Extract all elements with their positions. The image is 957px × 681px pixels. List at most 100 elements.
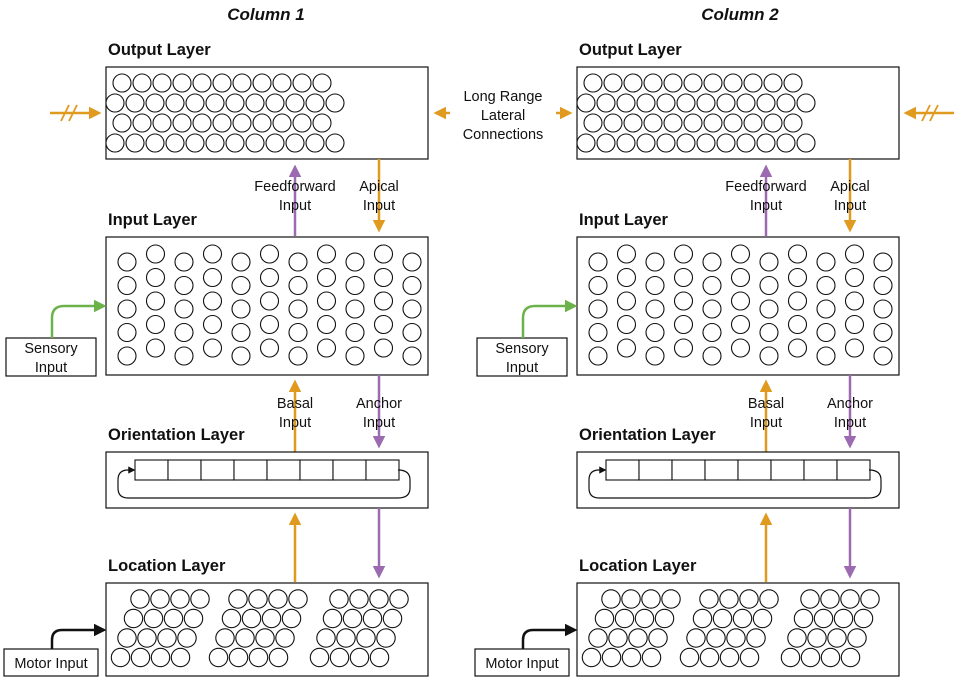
neuron-cell	[132, 73, 152, 93]
neuron-cell	[228, 589, 248, 609]
orientation-cell	[605, 459, 640, 481]
neuron-cell	[231, 322, 251, 343]
neuron-cell	[145, 291, 166, 311]
neuron-cell	[628, 628, 648, 648]
location-layer-title: Location Layer	[108, 557, 226, 575]
neuron-cell	[716, 133, 736, 153]
break-mark-right	[929, 104, 939, 122]
neuron-cell	[345, 322, 365, 343]
neuron-cell	[603, 113, 623, 133]
neuron-cell	[787, 338, 808, 358]
neuron-cell	[231, 299, 251, 319]
neuron-cell	[739, 589, 759, 609]
neuron-cell	[208, 647, 229, 668]
neuron-cell	[702, 299, 722, 319]
neuron-cell	[241, 608, 262, 629]
neuron-cell	[645, 299, 665, 319]
neuron-cell	[588, 322, 608, 343]
neuron-cell	[117, 346, 137, 366]
orientation-cell	[365, 459, 400, 481]
neuron-cell	[232, 73, 252, 93]
feedforward-label-line1: Feedforward	[254, 179, 335, 195]
neuron-cell	[759, 252, 779, 272]
basal-label-line2: Input	[279, 415, 311, 431]
orientation-cell	[134, 459, 169, 481]
neuron-cell	[873, 346, 893, 366]
neuron-cell	[205, 133, 225, 153]
neuron-cell	[679, 647, 700, 668]
neuron-cell	[844, 338, 865, 358]
neuron-cell	[800, 589, 820, 609]
neuron-cell	[719, 647, 740, 668]
neuron-cell	[152, 73, 172, 93]
neuron-cell	[130, 647, 151, 668]
neuron-cell	[800, 647, 821, 668]
orientation-cell	[803, 459, 838, 481]
neuron-cell	[696, 133, 716, 153]
neuron-cell	[673, 291, 694, 311]
neuron-cell	[174, 252, 194, 272]
neuron-cell	[117, 628, 137, 648]
neuron-cell	[648, 628, 668, 648]
neuron-cell	[703, 113, 723, 133]
anchor-label-line2: Input	[834, 415, 866, 431]
neuron-cell	[776, 133, 796, 153]
neuron-cell	[676, 93, 696, 113]
column-1: Column 1 Output Layer Feedforward Input …	[3, 5, 429, 677]
apical-label-line2: Input	[834, 198, 866, 214]
orientation-layer-cells	[605, 459, 871, 481]
neuron-cell	[150, 647, 171, 668]
neuron-cell	[759, 589, 779, 609]
neuron-cell	[202, 267, 223, 288]
neuron-cell	[820, 647, 841, 668]
neuron-cell	[117, 275, 137, 296]
neuron-cell	[873, 252, 893, 272]
neuron-cell	[645, 346, 665, 366]
neuron-cell	[342, 608, 363, 629]
neuron-cell	[723, 113, 743, 133]
neuron-cell	[699, 647, 720, 668]
neuron-cell	[787, 291, 808, 311]
neuron-cell	[816, 275, 836, 296]
neuron-cell	[373, 291, 394, 311]
neuron-cell	[259, 338, 280, 358]
orientation-loop-arrow	[588, 466, 882, 499]
neuron-cell	[759, 322, 779, 343]
neuron-cell	[231, 346, 251, 366]
neuron-cell	[183, 608, 204, 629]
orientation-cell	[836, 459, 871, 481]
location-layer-cells	[110, 589, 409, 668]
neuron-cell	[309, 647, 330, 668]
neuron-cell	[783, 73, 803, 93]
neuron-cell	[641, 647, 662, 668]
apical-label-line2: Input	[363, 198, 395, 214]
neuron-cell	[316, 338, 337, 358]
neuron-cell	[816, 299, 836, 319]
neuron-cell	[172, 113, 192, 133]
input-layer-cells	[117, 244, 422, 366]
lateral-label-line1: Long Range	[463, 89, 542, 105]
neuron-cell	[272, 73, 292, 93]
neuron-cell	[245, 93, 265, 113]
feedforward-label-line2: Input	[750, 198, 782, 214]
neuron-cell	[259, 314, 280, 335]
neuron-cell	[763, 113, 783, 133]
neuron-cell	[746, 628, 766, 648]
neuron-cell	[816, 322, 836, 343]
neuron-cell	[349, 647, 370, 668]
lateral-label-line3: Connections	[463, 127, 544, 143]
input-layer-title: Input Layer	[579, 211, 669, 229]
neuron-cell	[145, 133, 165, 153]
neuron-cell	[816, 252, 836, 272]
neuron-cell	[329, 589, 349, 609]
output-layer-cells	[576, 73, 816, 153]
neuron-cell	[588, 346, 608, 366]
orientation-cell	[671, 459, 706, 481]
neuron-cell	[132, 113, 152, 133]
orientation-cell	[638, 459, 673, 481]
neuron-cell	[783, 113, 803, 133]
motor-label: Motor Input	[14, 656, 87, 672]
neuron-cell	[232, 113, 252, 133]
input-layer-cells	[588, 244, 893, 366]
